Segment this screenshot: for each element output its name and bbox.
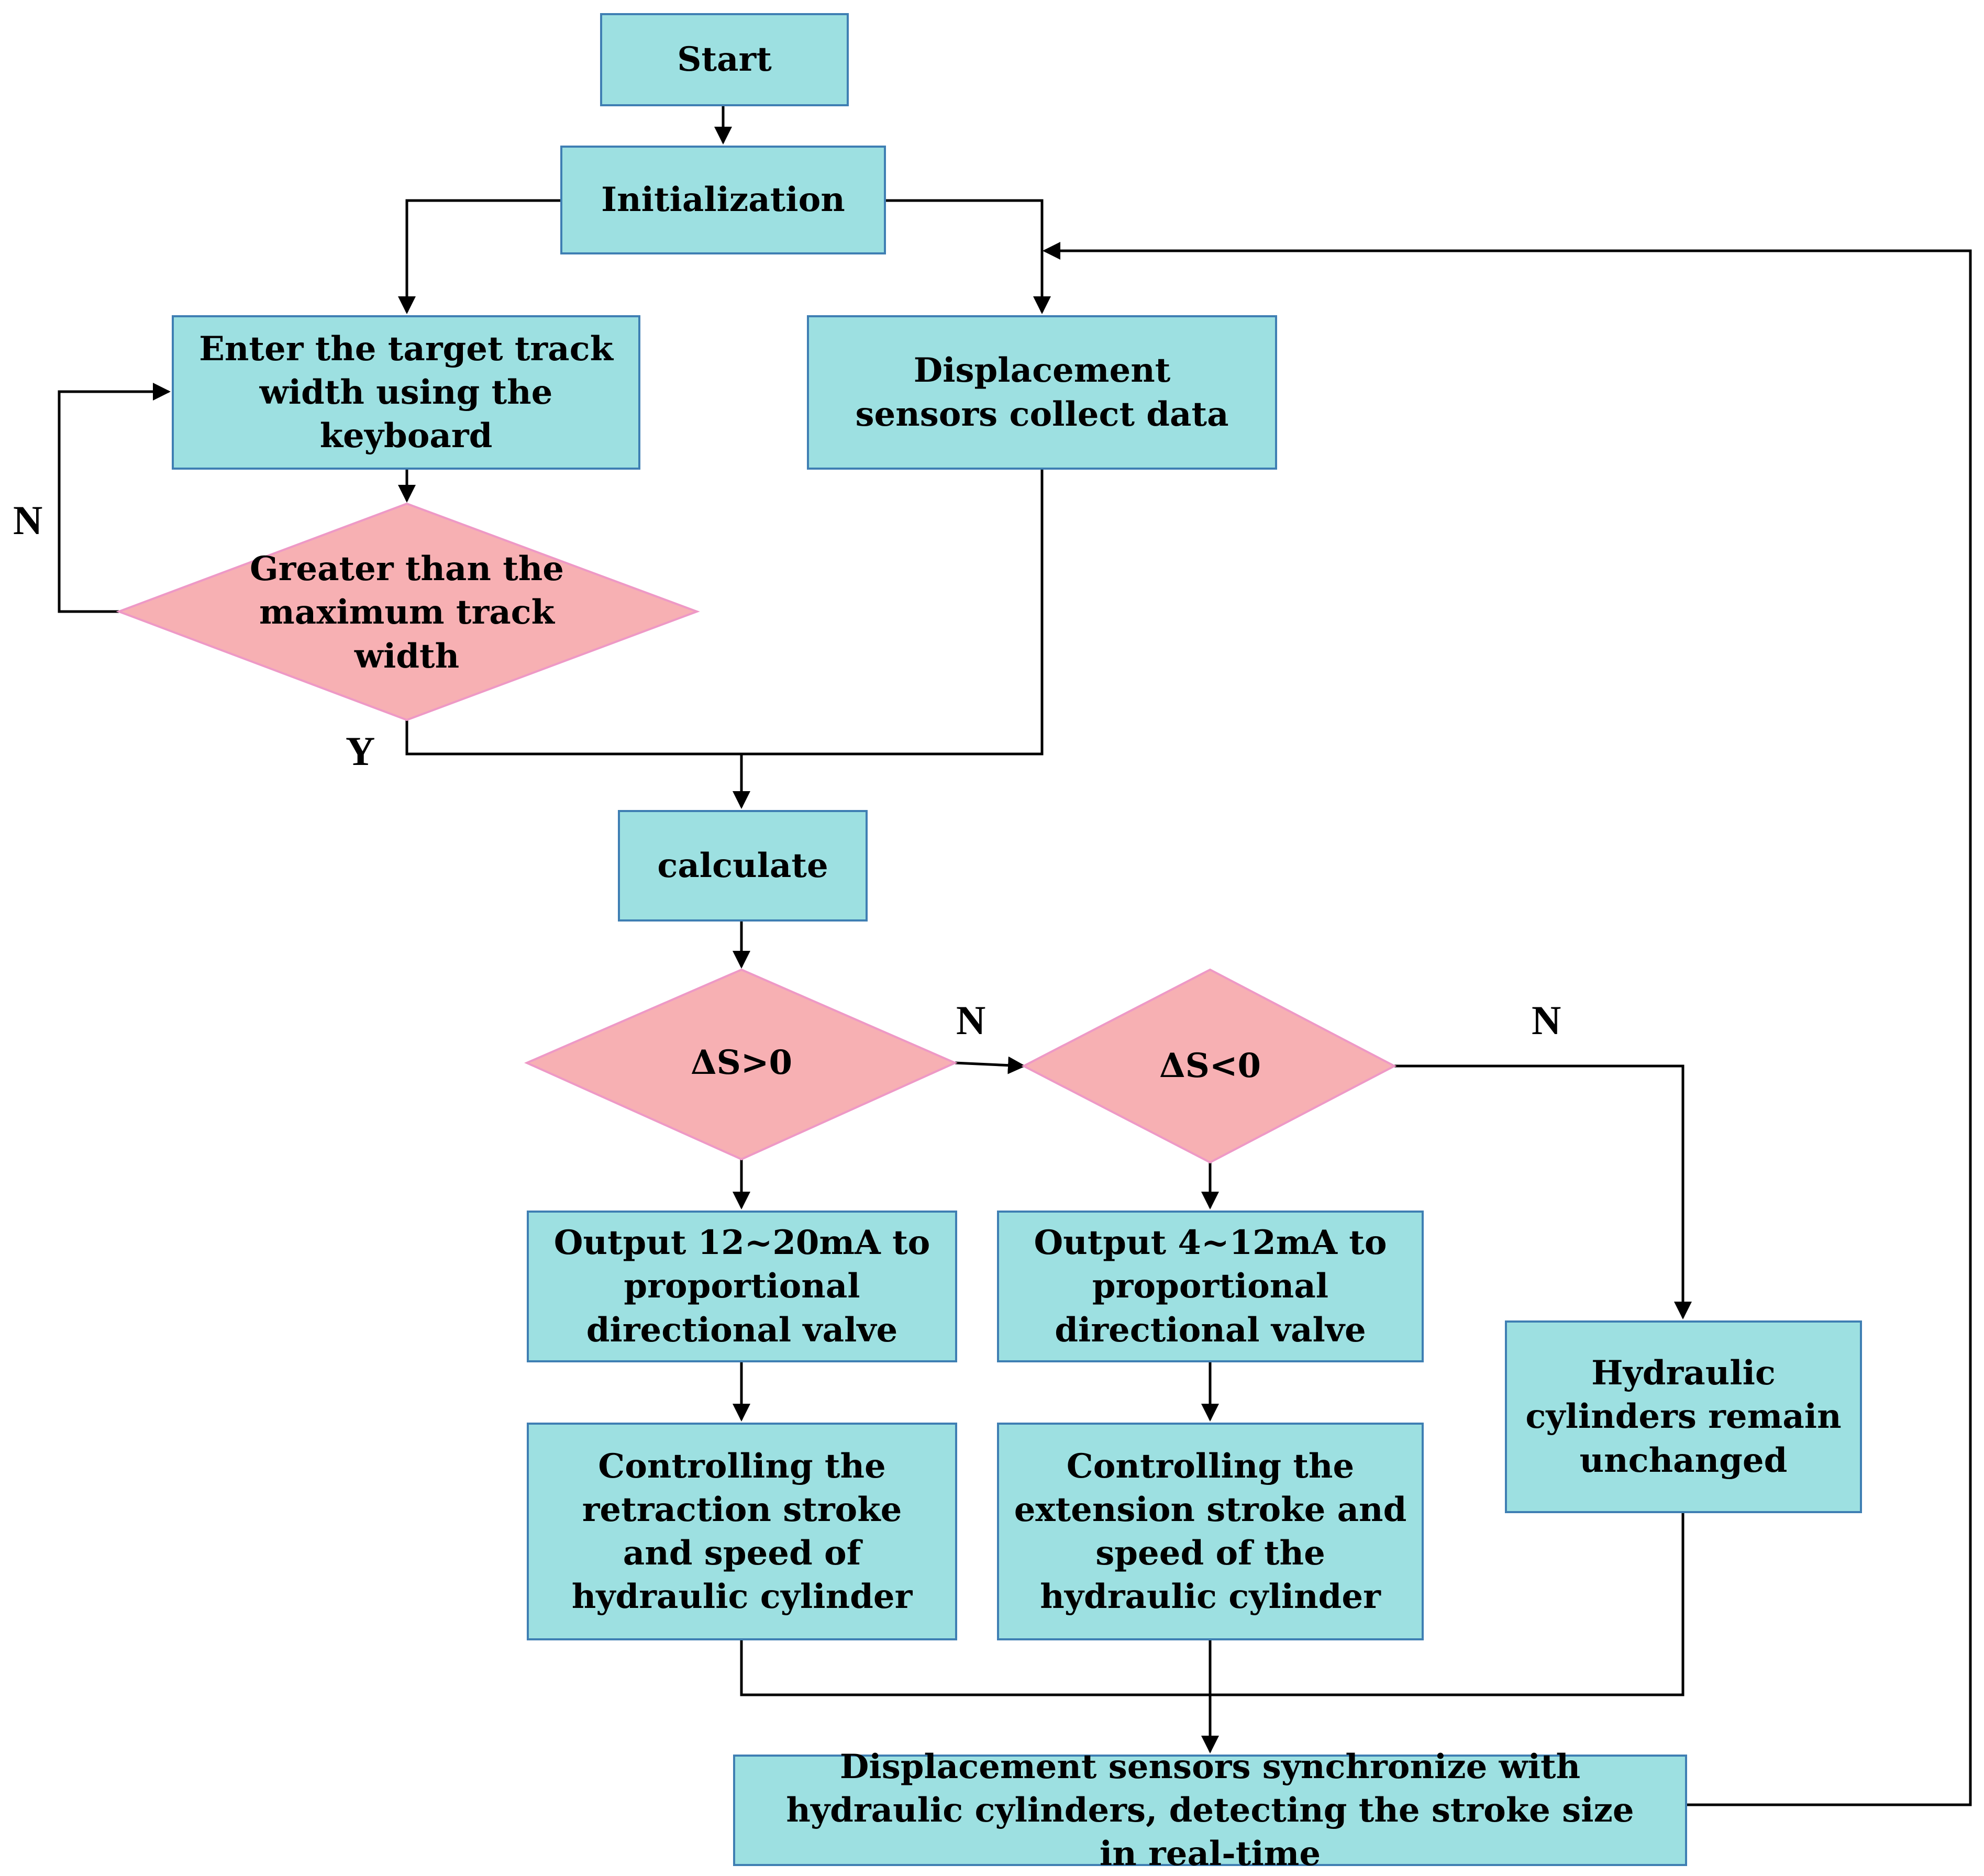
decision-delta-negative-label-wrap: ΔS<0: [1105, 1035, 1315, 1097]
branch-label-max-width-no: N: [13, 497, 43, 543]
arrow-feedback-loop: [1043, 242, 1972, 1806]
calculate-box: calculate: [618, 810, 868, 922]
enter-target-label: Enter the target track width using the k…: [199, 329, 613, 456]
sync-sensors-box: Displacement sensors synchronize with hy…: [733, 1747, 1687, 1873]
arrow-dneg-to-unchanged: [1394, 1064, 1692, 1319]
decision-diamond-delta-negative: [1021, 968, 1397, 1164]
decision-max-width-label-wrap: Greater than the maximum track width: [197, 549, 616, 675]
start-box: Start: [600, 13, 849, 106]
decision-delta-positive-label-wrap: ΔS>0: [637, 1031, 846, 1094]
control-extension-label: Controlling the extension stroke and spe…: [1014, 1446, 1407, 1617]
control-extension-box: Controlling the extension stroke and spe…: [997, 1423, 1424, 1640]
decision-diamond-max-width: [116, 502, 700, 721]
start-label: Start: [677, 40, 772, 80]
initialization-box: Initialization: [560, 146, 886, 254]
arrow-init-to-enter: [398, 199, 560, 314]
line-decision-yes: [405, 470, 1044, 756]
cylinders-unchanged-box: Hydraulic cylinders remain unchanged: [1505, 1320, 1862, 1513]
enter-target-box: Enter the target track width using the k…: [172, 315, 640, 470]
branch-label-negative-no: N: [1532, 997, 1561, 1043]
initialization-label: Initialization: [601, 180, 845, 220]
sync-sensors-label: Displacement sensors synchronize with hy…: [786, 1747, 1634, 1874]
arrow-dpos-to-dneg: [955, 1056, 1026, 1074]
branch-label-max-width-yes: Y: [346, 728, 375, 774]
arrow-init-to-collect: [886, 199, 1051, 314]
collect-data-box: Displacement sensors collect data: [807, 315, 1277, 470]
cylinders-unchanged-label: Hydraulic cylinders remain unchanged: [1525, 1353, 1842, 1480]
decision-delta-negative-label: ΔS<0: [1159, 1046, 1261, 1086]
output-12-20-box: Output 12~20mA to proportional direction…: [527, 1211, 957, 1362]
line-retract-merge: [740, 1513, 1684, 1696]
arrow-decision-no-loop: [58, 383, 171, 613]
decision-diamond-delta-positive: [524, 968, 958, 1161]
branch-label-positive-no: N: [956, 997, 986, 1043]
collect-data-label: Displacement sensors collect data: [855, 351, 1229, 434]
decision-max-width-label: Greater than the maximum track width: [249, 549, 564, 676]
calculate-label: calculate: [657, 846, 828, 885]
control-retraction-box: Controlling the retraction stroke and sp…: [527, 1423, 957, 1640]
decision-delta-positive-label: ΔS>0: [690, 1043, 793, 1083]
output-12-20-label: Output 12~20mA to proportional direction…: [553, 1223, 930, 1350]
output-4-12-label: Output 4~12mA to proportional directiona…: [1034, 1223, 1387, 1350]
control-retraction-label: Controlling the retraction stroke and sp…: [571, 1446, 913, 1617]
output-4-12-box: Output 4~12mA to proportional directiona…: [997, 1211, 1424, 1362]
